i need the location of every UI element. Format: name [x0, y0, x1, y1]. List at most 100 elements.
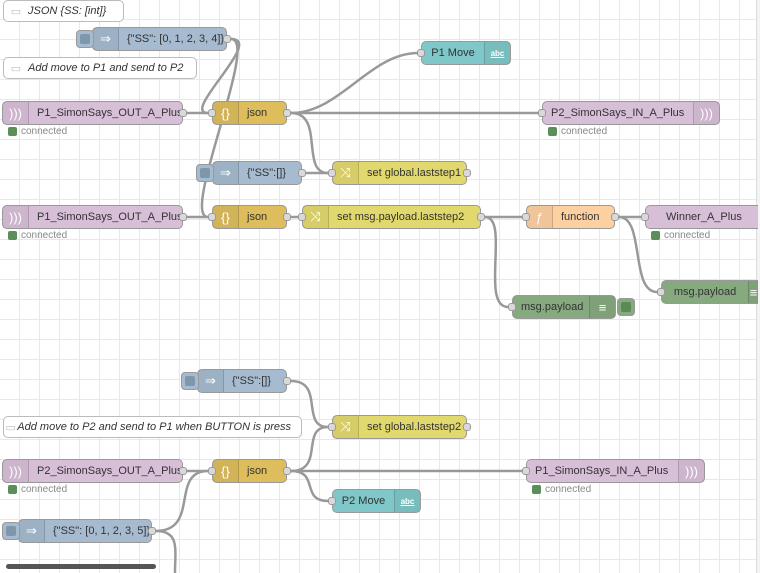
- comment-label: JSON {SS: [int]}: [28, 5, 107, 17]
- mqtt-icon: ))): [678, 460, 704, 482]
- change-node-payload-laststep2[interactable]: ⤨ set msg.payload.laststep2: [298, 205, 485, 229]
- json-node-3[interactable]: {} json: [208, 459, 291, 483]
- output-port[interactable]: [463, 423, 471, 431]
- output-port[interactable]: [223, 35, 231, 43]
- status-connected: connected: [8, 126, 67, 137]
- function-node[interactable]: ƒ function: [522, 205, 619, 229]
- status-connected: connected: [8, 230, 67, 241]
- node-label: P1_SimonSays_IN_A_Plus: [535, 465, 669, 477]
- comment-json-format[interactable]: ▭ JSON {SS: [int]}: [3, 0, 124, 22]
- mqtt-in-node-p1-out-2[interactable]: ))) P1_SimonSays_OUT_A_Plus: [2, 205, 187, 229]
- inject-icon: ⇒: [198, 370, 224, 392]
- wire: [200, 37, 239, 219]
- change-icon: ⤨: [333, 416, 359, 438]
- mqtt-out-node-winner[interactable]: Winner_A_Plus: [641, 205, 758, 229]
- output-port[interactable]: [179, 213, 187, 221]
- comment-p1-to-p2[interactable]: ▭ Add move to P1 and send to P2: [3, 57, 197, 79]
- output-port[interactable]: [283, 109, 291, 117]
- change-icon: ⤨: [333, 162, 359, 184]
- inject-trigger-button[interactable]: [196, 164, 214, 182]
- input-port[interactable]: [522, 213, 530, 221]
- node-label: json: [247, 211, 268, 223]
- status-dot-icon: [548, 127, 557, 136]
- inject-node-ss-01234[interactable]: ⇒ {"SS": [0, 1, 2, 3, 4]}: [76, 27, 231, 51]
- output-port[interactable]: [148, 527, 156, 535]
- node-label: P1_SimonSays_OUT_A_Plus: [37, 211, 182, 223]
- output-port[interactable]: [477, 213, 485, 221]
- inject-trigger-button[interactable]: [76, 30, 94, 48]
- output-port[interactable]: [179, 467, 187, 475]
- input-port[interactable]: [208, 467, 216, 475]
- wire: [484, 215, 509, 309]
- mqtt-in-node-p2-out[interactable]: ))) P2_SimonSays_OUT_A_Plus: [2, 459, 187, 483]
- json-node-2[interactable]: {} json: [208, 205, 291, 229]
- change-node-laststep1[interactable]: ⤨ set global.laststep1: [328, 161, 471, 185]
- input-port[interactable]: [208, 109, 216, 117]
- comment-icon: ▭: [10, 62, 22, 75]
- status-connected: connected: [548, 126, 607, 137]
- mqtt-out-node-p2-in[interactable]: P2_SimonSays_IN_A_Plus ))): [538, 101, 720, 125]
- mqtt-in-node-p1-out[interactable]: ))) P1_SimonSays_OUT_A_Plus: [2, 101, 187, 125]
- node-label: json: [247, 465, 268, 477]
- node-label: set global.laststep2: [367, 421, 462, 433]
- input-port[interactable]: [657, 288, 665, 296]
- input-port[interactable]: [298, 213, 306, 221]
- comment-label: Add move to P2 and send to P1 when BUTTO…: [17, 421, 291, 433]
- status-connected: connected: [8, 484, 67, 495]
- inject-node-ss-empty-2[interactable]: ⇒ {"SS":[]}: [181, 369, 291, 393]
- wire: [290, 469, 329, 503]
- node-label: P2 Move: [341, 495, 386, 507]
- ui-text-node-p2-move[interactable]: P2 Move abc: [328, 489, 421, 513]
- function-icon: ƒ: [527, 206, 553, 228]
- comment-p2-to-p1[interactable]: ▭ Add move to P2 and send to P1 when BUT…: [3, 416, 302, 438]
- debug-node-2[interactable]: msg.payload ≡: [657, 280, 758, 304]
- input-port[interactable]: [328, 423, 336, 431]
- ui-text-node-p1-move[interactable]: P1 Move abc: [417, 41, 511, 65]
- text-ui-icon: abc: [484, 42, 510, 64]
- node-label: set global.laststep1: [367, 167, 462, 179]
- json-node-1[interactable]: {} json: [208, 101, 291, 125]
- status-dot-icon: [8, 485, 17, 494]
- output-port[interactable]: [283, 213, 291, 221]
- inject-node-ss-empty-1[interactable]: ⇒ {"SS":[]}: [196, 161, 306, 185]
- node-label: {"SS": [0, 1, 2, 3, 5]}: [53, 525, 151, 537]
- output-port[interactable]: [283, 377, 291, 385]
- mqtt-out-node-p1-in[interactable]: P1_SimonSays_IN_A_Plus ))): [522, 459, 705, 483]
- output-port[interactable]: [298, 169, 306, 177]
- comment-icon: ▭: [5, 421, 16, 434]
- change-node-laststep2[interactable]: ⤨ set global.laststep2: [328, 415, 471, 439]
- output-port[interactable]: [179, 109, 187, 117]
- inject-node-ss-01235[interactable]: ⇒ {"SS": [0, 1, 2, 3, 5]}: [2, 519, 156, 543]
- output-port[interactable]: [611, 213, 619, 221]
- node-label: msg.payload: [521, 301, 584, 313]
- input-port[interactable]: [538, 109, 546, 117]
- input-port[interactable]: [641, 213, 649, 221]
- wire: [290, 51, 419, 115]
- input-port[interactable]: [208, 213, 216, 221]
- input-port[interactable]: [328, 497, 336, 505]
- node-label: P1_SimonSays_OUT_A_Plus: [37, 107, 182, 119]
- input-port[interactable]: [522, 467, 530, 475]
- change-icon: ⤨: [303, 206, 329, 228]
- node-label: P2_SimonSays_IN_A_Plus: [551, 107, 685, 119]
- input-port[interactable]: [328, 169, 336, 177]
- status-connected: connected: [651, 230, 710, 241]
- status-dot-icon: [8, 231, 17, 240]
- node-label: {"SS":[]}: [247, 167, 286, 179]
- status-dot-icon: [532, 485, 541, 494]
- inject-trigger-button[interactable]: [181, 372, 199, 390]
- mqtt-icon: ))): [3, 460, 29, 482]
- status-dot-icon: [651, 231, 660, 240]
- node-label: function: [561, 211, 600, 223]
- debug-toggle-button[interactable]: [617, 298, 635, 316]
- output-port[interactable]: [283, 467, 291, 475]
- inject-icon: ⇒: [213, 162, 239, 184]
- horizontal-scrollbar[interactable]: [6, 564, 156, 569]
- node-label: Winner_A_Plus: [666, 211, 742, 223]
- input-port[interactable]: [417, 49, 425, 57]
- input-port[interactable]: [508, 303, 516, 311]
- json-icon: {}: [213, 460, 239, 482]
- inject-trigger-button[interactable]: [2, 522, 20, 540]
- debug-node-1[interactable]: msg.payload ≡: [508, 295, 635, 319]
- output-port[interactable]: [463, 169, 471, 177]
